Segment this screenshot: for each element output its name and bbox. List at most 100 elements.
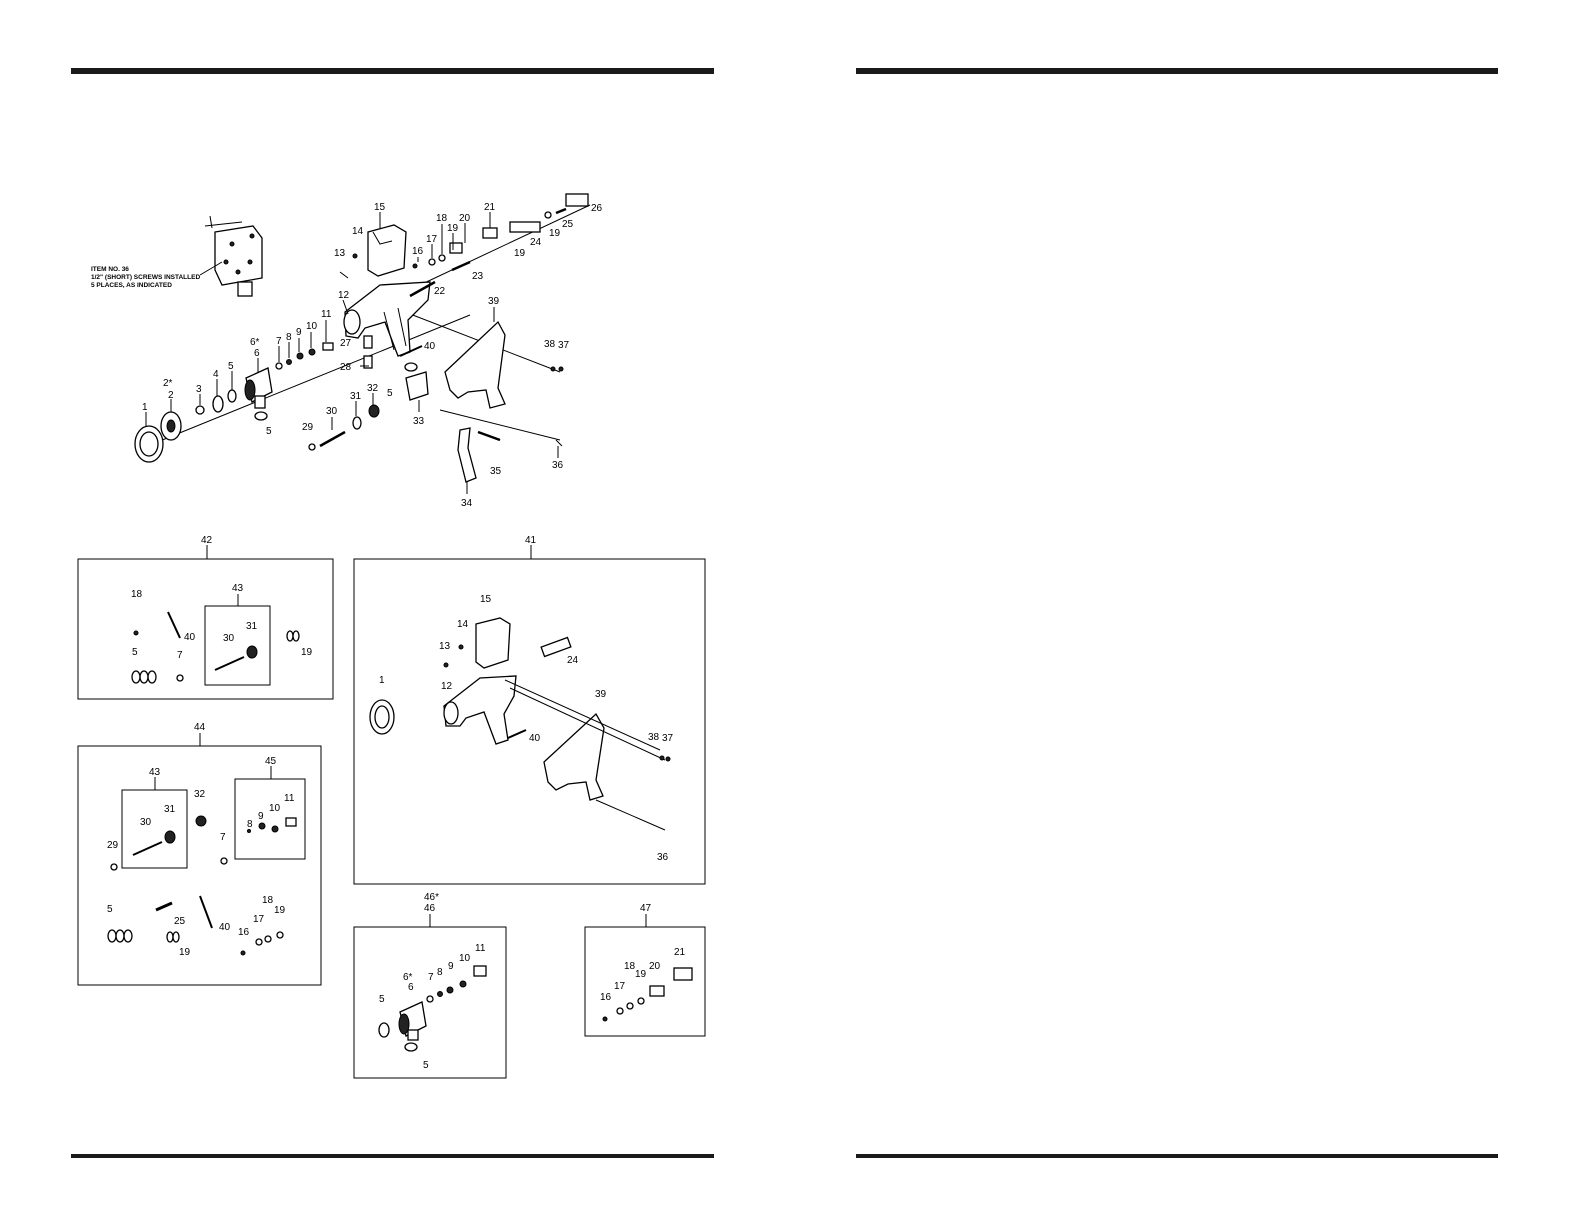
kit-45-callout-11: 11 xyxy=(284,793,295,804)
screw-detail xyxy=(199,215,263,297)
callout-19c: 19 xyxy=(549,228,561,239)
kit-41-callout-39: 39 xyxy=(595,689,607,700)
callout-4: 4 xyxy=(213,369,219,380)
callout-27: 27 xyxy=(340,338,352,349)
callout-24: 24 xyxy=(530,237,542,248)
callout-12: 12 xyxy=(338,290,350,301)
kit-41-callout-24: 24 xyxy=(567,655,579,666)
kit-47-callout-19: 19 xyxy=(635,969,647,980)
kit-45-callout-8: 8 xyxy=(247,819,253,830)
main-exploded-view xyxy=(134,193,591,483)
callout-13: 13 xyxy=(334,248,346,259)
kit-44-callout-17: 17 xyxy=(253,914,265,925)
kit-44-label: 44 xyxy=(194,722,206,733)
kit-41-label: 41 xyxy=(525,535,537,546)
kit-44-callout-29: 29 xyxy=(107,840,119,851)
callout-5c: 5 xyxy=(387,388,393,399)
kit-46-callout-7: 7 xyxy=(428,972,434,983)
kit-46-callout-10: 10 xyxy=(459,953,471,964)
callout-1: 1 xyxy=(142,402,148,413)
kit-44-callout-7: 7 xyxy=(220,832,226,843)
kit-46-callout-6-star: 6* xyxy=(403,972,413,983)
callout-2: 2 xyxy=(168,390,174,401)
kit-41-callout-14: 14 xyxy=(457,619,469,630)
kit-47-callout-20: 20 xyxy=(649,961,661,972)
callout-40: 40 xyxy=(424,341,436,352)
callout-33: 33 xyxy=(413,416,425,427)
callout-30: 30 xyxy=(326,406,338,417)
kit-43-callout-31: 31 xyxy=(246,621,258,632)
kit-41-callout-37: 37 xyxy=(662,733,674,744)
callout-8: 8 xyxy=(286,332,292,343)
bottom-rule-left xyxy=(71,1154,714,1158)
kit-44-callout-18: 18 xyxy=(262,895,274,906)
callout-16: 16 xyxy=(412,246,424,257)
callout-23: 23 xyxy=(472,271,484,282)
callout-18: 18 xyxy=(436,213,448,224)
callout-35: 35 xyxy=(490,466,502,477)
kit-45-label: 45 xyxy=(265,756,277,767)
main-leaders xyxy=(145,212,559,494)
callout-2-star: 2* xyxy=(163,378,173,389)
callout-6: 6 xyxy=(254,348,260,359)
kit-44-43-label: 43 xyxy=(149,767,161,778)
callout-38: 38 xyxy=(544,339,556,350)
note-line-1: ITEM NO. 36 xyxy=(91,266,129,273)
kit-44-callout-16: 16 xyxy=(238,927,250,938)
kit-41-callout-12: 12 xyxy=(441,681,453,692)
kit-44-callout-5: 5 xyxy=(107,904,113,915)
kit-46-callout-11: 11 xyxy=(475,943,486,954)
callout-20: 20 xyxy=(459,213,471,224)
callout-21: 21 xyxy=(484,202,496,213)
kit-41-callout-40: 40 xyxy=(529,733,541,744)
callout-9: 9 xyxy=(296,327,302,338)
note-text: ITEM NO. 36 1/2" (SHORT) SCREWS INSTALLE… xyxy=(91,266,200,289)
callout-7: 7 xyxy=(276,336,282,347)
kit-46-callout-8: 8 xyxy=(437,967,443,978)
kit-46-label: 46 xyxy=(424,903,436,914)
callout-31: 31 xyxy=(350,391,362,402)
kit-47-callout-16: 16 xyxy=(600,992,612,1003)
kit-41-callout-1: 1 xyxy=(379,675,385,686)
callout-19b: 19 xyxy=(514,248,526,259)
kit-43-callout-30: 30 xyxy=(223,633,235,644)
callout-17: 17 xyxy=(426,234,438,245)
kit-45-callout-9: 9 xyxy=(258,811,264,822)
kit-42-label: 42 xyxy=(201,535,213,546)
kit-46: 46* 46 5 6 6* 7 8 9 10 11 5 xyxy=(353,892,507,1079)
kit-44-callout-40: 40 xyxy=(219,922,231,933)
kit-42: 42 43 18 40 5 7 19 30 31 xyxy=(77,535,334,700)
kit-47-label: 47 xyxy=(640,903,652,914)
kit-44-callout-32: 32 xyxy=(194,789,206,800)
callout-10: 10 xyxy=(306,321,318,332)
kit-45-callout-10: 10 xyxy=(269,803,281,814)
callout-28: 28 xyxy=(340,362,352,373)
bottom-rule-right xyxy=(856,1154,1498,1158)
kit-44-callout-19b: 19 xyxy=(274,905,286,916)
kit-42-callout-18: 18 xyxy=(131,589,143,600)
callout-39: 39 xyxy=(488,296,500,307)
kit-41-callout-15: 15 xyxy=(480,594,492,605)
callout-11: 11 xyxy=(321,309,332,320)
top-rule-left xyxy=(71,68,714,74)
kit-47-callout-18: 18 xyxy=(624,961,636,972)
callout-36: 36 xyxy=(552,460,564,471)
callout-19: 19 xyxy=(447,223,459,234)
kit-41: 41 1 12 13 14 15 24 39 38 37 36 40 xyxy=(353,535,706,885)
note-line-2: 1/2" (SHORT) SCREWS INSTALLED xyxy=(91,274,200,281)
kit-47: 47 16 17 18 19 20 21 xyxy=(584,903,706,1037)
kit-46-star-label: 46* xyxy=(424,892,439,903)
callout-25: 25 xyxy=(562,219,574,230)
note-line-3: 5 PLACES, AS INDICATED xyxy=(91,282,172,289)
callout-22: 22 xyxy=(434,286,446,297)
kit-41-callout-13: 13 xyxy=(439,641,451,652)
kit-41-callout-38: 38 xyxy=(648,732,660,743)
kit-42-callout-40: 40 xyxy=(184,632,196,643)
callout-6-star: 6* xyxy=(250,337,260,348)
callout-29: 29 xyxy=(302,422,314,433)
callout-5: 5 xyxy=(228,361,234,372)
callout-34: 34 xyxy=(461,498,473,509)
callout-26: 26 xyxy=(591,203,603,214)
main-callout-labels: 1 2 2* 3 4 5 5 5 6 6* 7 8 9 10 11 12 13 … xyxy=(142,202,603,509)
